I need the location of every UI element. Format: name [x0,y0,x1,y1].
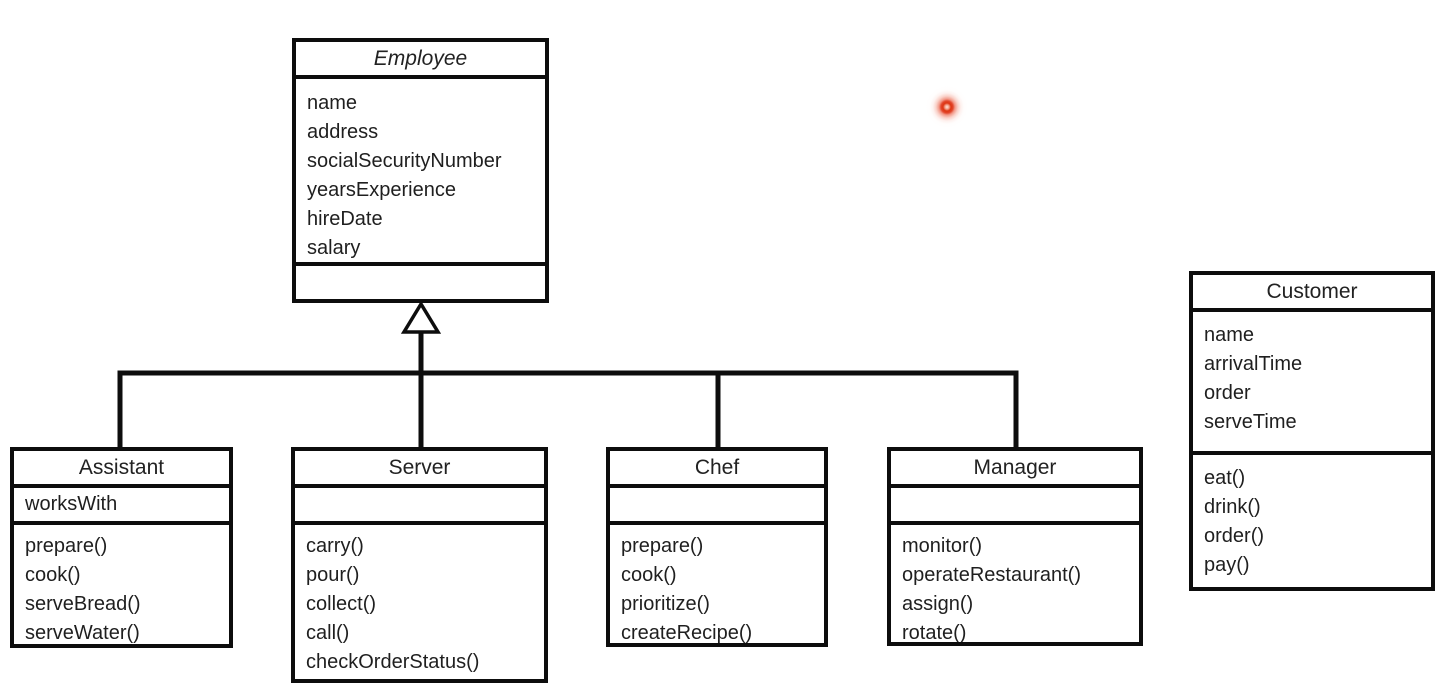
operation: rotate() [902,622,967,642]
attribute: name [307,92,358,114]
class-title-employee: Employee [296,42,545,79]
attribute: hireDate [307,208,383,230]
attribute: order [1204,382,1251,404]
operation: prepare() [25,535,108,557]
attribute: serveTime [1204,411,1297,433]
operation: collect() [306,593,377,615]
attribute: salary [307,237,361,259]
operations-compartment: eat() drink() order() pay() [1193,451,1431,587]
generalization-triangle-icon [400,300,442,334]
operation: drink() [1204,496,1261,518]
operation: cook() [25,564,81,586]
operation: pour() [306,564,360,586]
operations-compartment: carry() pour() collect() call() checkOrd… [295,521,544,679]
attributes-compartment: worksWith [14,488,229,521]
class-box-customer[interactable]: Customer name arrivalTime order serveTim… [1189,271,1435,591]
attribute: yearsExperience [307,179,456,201]
operation: call() [306,622,350,644]
operation: checkOrderStatus() [306,651,480,673]
operation: eat() [1204,467,1246,489]
operation: operateRestaurant() [902,564,1081,586]
operations-compartment: monitor() operateRestaurant() assign() r… [891,521,1139,642]
operation: serveBread() [25,593,141,615]
operation: assign() [902,593,974,615]
class-title-chef: Chef [610,451,824,488]
operation: serveWater() [25,622,140,644]
operation: pay() [1204,554,1250,576]
class-box-manager[interactable]: Manager monitor() operateRestaurant() as… [887,447,1143,646]
operations-compartment: prepare() cook() prioritize() createReci… [610,521,824,643]
operation: order() [1204,525,1265,547]
attributes-compartment-empty [891,488,1139,521]
attribute: worksWith [25,493,118,515]
operation: carry() [306,535,364,557]
attributes-compartment-empty [610,488,824,521]
attribute: socialSecurityNumber [307,150,502,172]
class-box-employee[interactable]: Employee name address socialSecurityNumb… [292,38,549,303]
attribute: name [1204,324,1255,346]
class-box-chef[interactable]: Chef prepare() cook() prioritize() creat… [606,447,828,647]
operations-compartment-empty [296,262,545,299]
class-title-manager: Manager [891,451,1139,488]
class-box-server[interactable]: Server carry() pour() collect() call() c… [291,447,548,683]
attributes-compartment: name arrivalTime order serveTime [1193,312,1431,451]
class-title-server: Server [295,451,544,488]
attribute: address [307,121,379,143]
class-title-customer: Customer [1193,275,1431,312]
class-title-assistant: Assistant [14,451,229,488]
operation: createRecipe() [621,622,753,643]
operation: prepare() [621,535,704,557]
operation: monitor() [902,535,983,557]
operations-compartment: prepare() cook() serveBread() serveWater… [14,521,229,644]
operation: prioritize() [621,593,710,615]
operation: cook() [621,564,677,586]
attributes-compartment-empty [295,488,544,521]
class-box-assistant[interactable]: Assistant worksWith prepare() cook() ser… [10,447,233,648]
attribute: arrivalTime [1204,353,1303,375]
attributes-compartment: name address socialSecurityNumber yearsE… [296,79,545,262]
